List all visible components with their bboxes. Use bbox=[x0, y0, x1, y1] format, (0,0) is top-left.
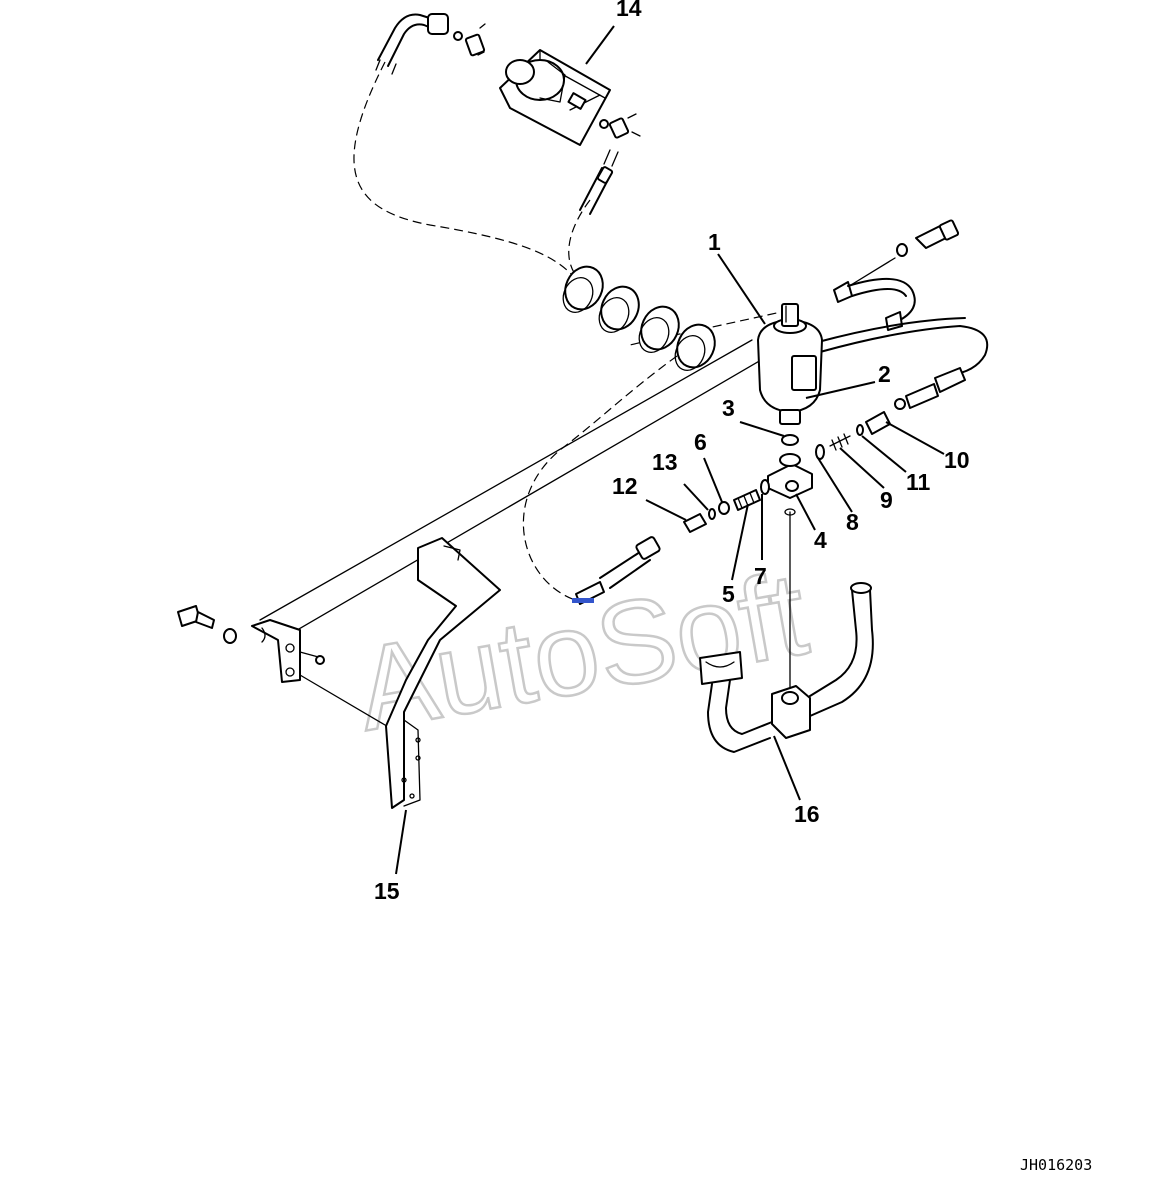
callout-4: 4 bbox=[814, 527, 827, 553]
callout-labels: 1 2 3 4 5 6 7 8 9 10 11 12 13 14 15 16 bbox=[374, 0, 970, 904]
part-3-o-ring bbox=[739, 421, 799, 446]
part-1-accumulator bbox=[717, 253, 823, 425]
callout-11: 11 bbox=[906, 469, 931, 495]
part-2-label-plate bbox=[805, 381, 876, 399]
hose-clamp-rings bbox=[562, 265, 716, 372]
part-14-valve-assembly bbox=[375, 13, 641, 215]
callout-7: 7 bbox=[754, 563, 767, 589]
callout-15: 15 bbox=[374, 878, 400, 904]
part-13-washer bbox=[683, 483, 716, 520]
callout-5: 5 bbox=[722, 581, 735, 607]
part-5-spring-fitting bbox=[731, 489, 761, 581]
callout-3: 3 bbox=[722, 395, 735, 421]
part-15-bracket bbox=[177, 537, 501, 875]
callout-8: 8 bbox=[846, 509, 859, 535]
callout-9: 9 bbox=[880, 487, 893, 513]
callout-14: 14 bbox=[616, 0, 642, 21]
callout-10: 10 bbox=[944, 447, 970, 473]
callout-16: 16 bbox=[794, 801, 820, 827]
part-16-elbow-hose bbox=[699, 582, 874, 801]
upper-right-hardware bbox=[817, 219, 989, 410]
callout-1: 1 bbox=[708, 229, 721, 255]
part-10-connector bbox=[865, 411, 945, 455]
part-11-o-ring bbox=[856, 424, 907, 473]
part-9-spring bbox=[829, 433, 885, 489]
callout-6: 6 bbox=[694, 429, 707, 455]
callout-12: 12 bbox=[612, 473, 638, 499]
part-4-tee-block bbox=[767, 453, 816, 701]
part-12-plug bbox=[645, 499, 707, 533]
part-7-seal bbox=[760, 479, 770, 560]
callout-13: 13 bbox=[652, 449, 678, 475]
callout-2: 2 bbox=[878, 361, 891, 387]
hose-routing bbox=[353, 61, 791, 601]
part-6-o-ring bbox=[703, 457, 730, 515]
lower-hose bbox=[572, 536, 661, 605]
frame-lines bbox=[259, 339, 769, 726]
document-code: JH016203 bbox=[1020, 1156, 1092, 1174]
part-8-o-ring bbox=[815, 444, 853, 513]
